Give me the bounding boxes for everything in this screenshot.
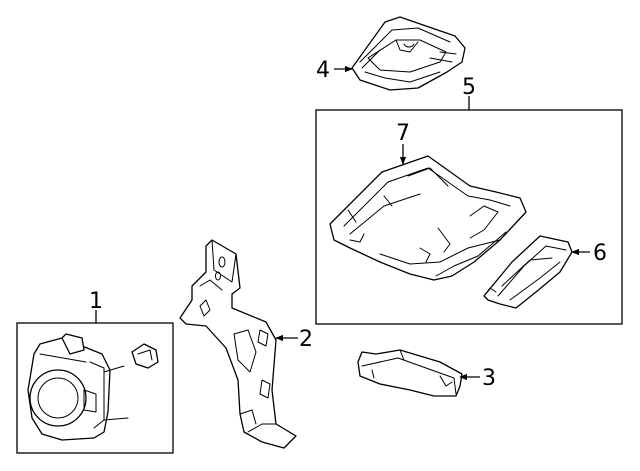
part-7-console-housing	[329, 155, 527, 281]
callout-1: 1	[89, 289, 103, 314]
callout-6: 6	[593, 241, 607, 266]
part-3-module	[357, 349, 463, 397]
part-1-sensor-unit	[27, 333, 159, 441]
part-4-console-cover	[351, 16, 466, 91]
part-6-lens-trim	[483, 235, 573, 309]
callout-5: 5	[462, 75, 476, 100]
callout-7: 7	[396, 121, 410, 146]
assembly-box-1	[16, 322, 174, 454]
callout-4: 4	[316, 58, 330, 83]
callout-2: 2	[299, 327, 313, 352]
part-2-bracket	[179, 239, 297, 449]
callout-3: 3	[482, 366, 496, 391]
